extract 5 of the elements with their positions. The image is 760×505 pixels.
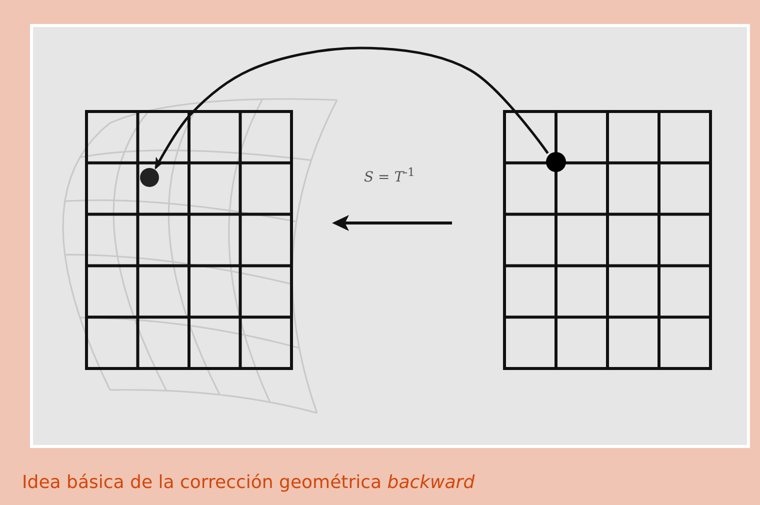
formula-label: S = T$^{-1}$ <box>364 165 415 186</box>
grid-drawing <box>85 110 293 370</box>
grid-drawing <box>503 110 712 370</box>
caption: Idea básica de la corrección geométrica backward <box>22 472 475 493</box>
curved-arrow <box>154 46 549 170</box>
